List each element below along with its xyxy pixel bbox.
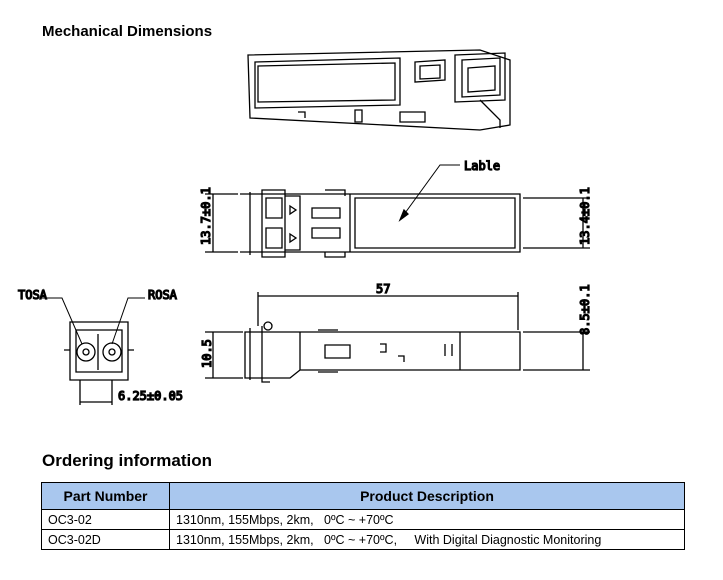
length-dim: 57 [376,282,390,296]
header-part-number: Part Number [41,482,170,510]
module-top-view [205,164,590,258]
ordering-information-title: Ordering information [42,451,212,470]
part-number-cell: OC3-02D [41,529,170,550]
header-product-description: Product Description [169,482,685,510]
ordering-table: Part Number Product Description OC3-02 1… [41,482,685,550]
label-callout-text: Lable [464,159,500,173]
module-front-view [42,297,145,405]
mechanical-dimensions-title: Mechanical Dimensions [42,23,213,40]
tosa-label: TOSA [18,288,48,302]
height-side-left-dim: 10.5 [200,339,214,368]
table-row: OC3-02D 1310nm, 155Mbps, 2km, 0ºC ~ +70º… [41,529,685,550]
mechanical-drawing: Lable 13.7±0.1 13.4±0.1 TOSA ROSA 6.25±0… [17,49,593,405]
description-cell: 1310nm, 155Mbps, 2km, 0ºC ~ +70ºC, With … [169,529,685,550]
height-right-dim: 13.4±0.1 [578,187,592,245]
description-cell: 1310nm, 155Mbps, 2km, 0ºC ~ +70ºC [169,509,685,530]
pitch-dim: 6.25±0.05 [118,389,183,403]
height-left-dim: 13.7±0.1 [199,187,213,245]
module-3d-view [247,49,511,131]
table-row: OC3-02 1310nm, 155Mbps, 2km, 0ºC ~ +70ºC [41,509,685,530]
height-side-right-dim: 8.5±0.1 [578,284,592,335]
rosa-label: ROSA [148,288,178,302]
part-number-cell: OC3-02 [41,509,170,530]
table-header-row: Part Number Product Description [41,482,685,510]
module-side-view [205,292,590,383]
